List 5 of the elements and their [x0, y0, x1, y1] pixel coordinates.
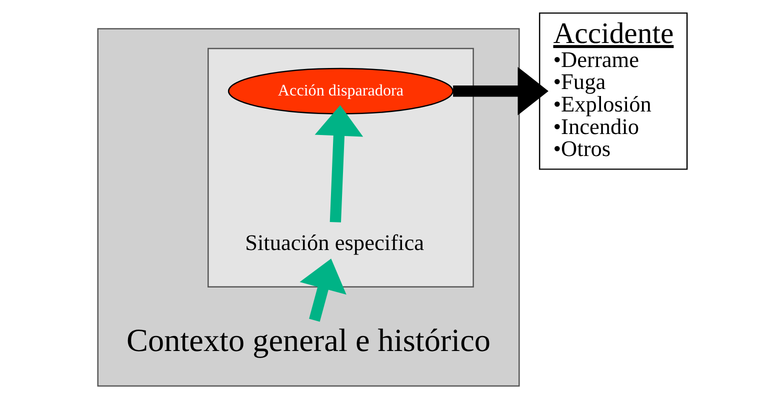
arrow [300, 258, 346, 322]
node-box: Accidente •Derrame •Fuga •Explosión •Incendio •Otros [538, 12, 688, 170]
arrow [453, 66, 548, 116]
node-ellipse: Acción disparadora [228, 68, 454, 114]
arrow [314, 105, 364, 222]
